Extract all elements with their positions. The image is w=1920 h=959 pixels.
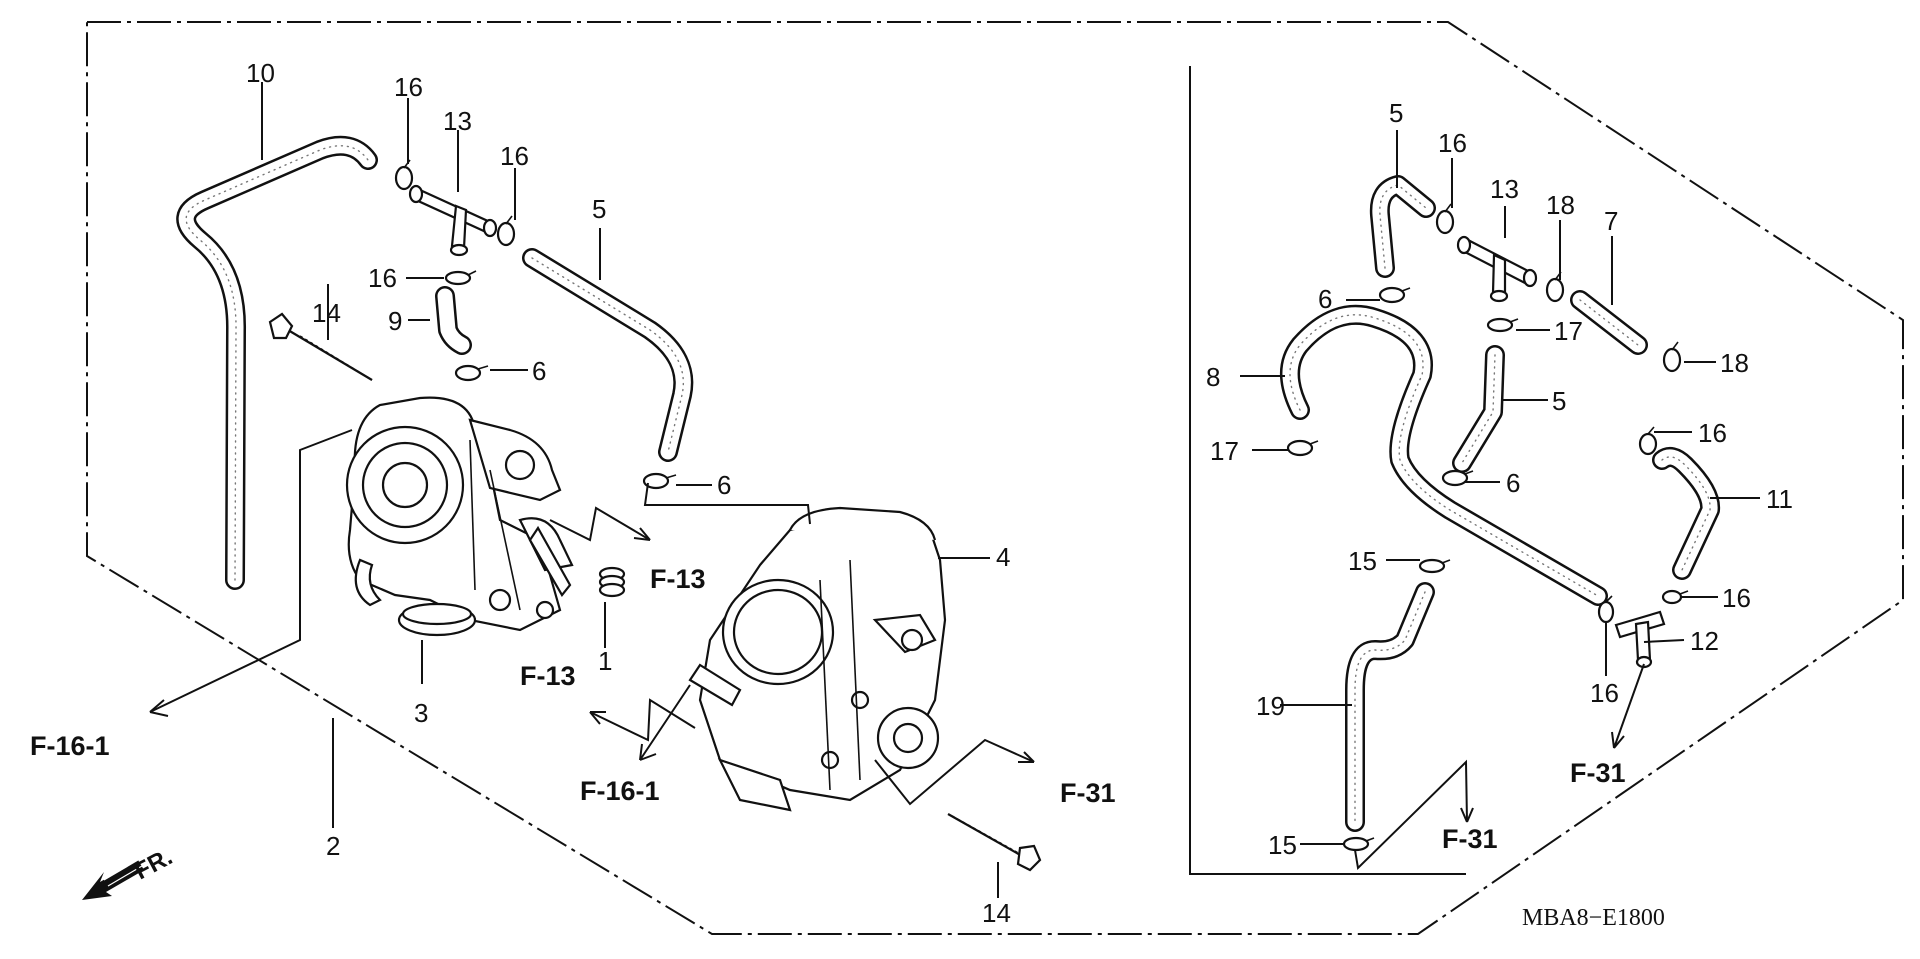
carburetor-4 [688,506,947,812]
sub-assembly-box [1189,66,1466,875]
label-16-f: 16 [1722,583,1751,613]
label-7: 7 [1604,206,1618,236]
label-18-a: 18 [1546,190,1575,220]
hose-10 [176,135,378,590]
clip-16-b [496,215,516,247]
screw-14-lower [947,813,1042,872]
label-5-b: 5 [1389,98,1403,128]
t-fitting-13-left [408,184,498,257]
screw-14-upper [268,312,373,381]
reference-labels: F-13 F-13 F-16-1 F-16-1 F-31 F-31 F-31 [30,564,1626,854]
label-16-g: 16 [1590,678,1619,708]
label-6-d: 6 [1506,468,1520,498]
clip-6-b [642,472,677,490]
hose-8 [1280,304,1608,606]
label-9: 9 [388,306,402,336]
label-14-a: 14 [312,298,341,328]
label-15-a: 15 [1348,546,1377,576]
carburetor-3 [345,396,574,637]
clip-16-a [394,159,414,191]
ref-f31-c: F-31 [1570,758,1626,788]
label-5-c: 5 [1552,386,1566,416]
label-13-b: 13 [1490,174,1519,204]
t-fitting-12 [1614,610,1666,669]
ref-f16-1-a: F-16-1 [30,731,110,761]
part-number-labels: 10 16 13 16 5 16 14 9 6 6 4 1 3 2 14 5 1… [246,58,1793,928]
hose-5-middle-right [1452,345,1505,473]
clip-18-b [1662,341,1682,373]
clip-6-c [1378,286,1411,304]
clip-17-b [1286,439,1319,457]
label-5-a: 5 [592,194,606,224]
hose-5-upper-right [1369,175,1436,278]
label-6-a: 6 [532,356,546,386]
label-1: 1 [598,646,612,676]
clip-6-a [454,364,489,382]
clip-17-a [1486,317,1519,333]
label-14-b: 14 [982,898,1011,928]
clip-16-c [444,270,477,286]
hose-11 [1652,447,1721,580]
clip-15-a [1418,558,1451,574]
label-3: 3 [414,698,428,728]
hose-19 [1345,582,1435,832]
reference-lines [149,429,1645,871]
clip-15-b [1342,836,1375,852]
label-6-b: 6 [717,470,731,500]
label-19: 19 [1256,691,1285,721]
label-16-b: 16 [500,141,529,171]
ref-f13-b: F-13 [520,661,576,691]
label-8: 8 [1206,362,1220,392]
front-direction-label: FR. [130,843,177,885]
label-6-c: 6 [1318,284,1332,314]
ref-f31-b: F-31 [1442,824,1498,854]
assembly-boundary [86,21,1904,935]
ref-f13-a: F-13 [650,564,706,594]
clip-16-e [1638,426,1658,456]
spring-1 [598,566,626,598]
label-11: 11 [1766,484,1793,514]
label-12: 12 [1690,626,1719,656]
label-2: 2 [326,831,340,861]
hose-5-left [522,248,694,462]
clip-6-d [1441,469,1474,487]
label-16-e: 16 [1698,418,1727,448]
label-16-a: 16 [394,72,423,102]
hose-7 [1570,290,1648,355]
label-13-a: 13 [443,106,472,136]
ref-f31-a: F-31 [1060,778,1116,808]
leader-lines [261,82,1760,898]
label-4: 4 [996,542,1010,572]
label-17-a: 17 [1554,316,1583,346]
front-direction-arrow-icon [82,859,144,900]
hose-9 [435,286,472,355]
t-fitting-13-right [1456,235,1538,303]
diagram-code: MBA8−E1800 [1522,905,1665,931]
label-10: 10 [246,58,275,88]
label-15-b: 15 [1268,830,1297,860]
clip-18-a [1545,271,1565,303]
label-16-d: 16 [1438,128,1467,158]
label-16-c: 16 [368,263,397,293]
label-18-b: 18 [1720,348,1749,378]
clip-16-d [1435,203,1455,235]
ref-f16-1-b: F-16-1 [580,776,660,806]
label-17-b: 17 [1210,436,1239,466]
